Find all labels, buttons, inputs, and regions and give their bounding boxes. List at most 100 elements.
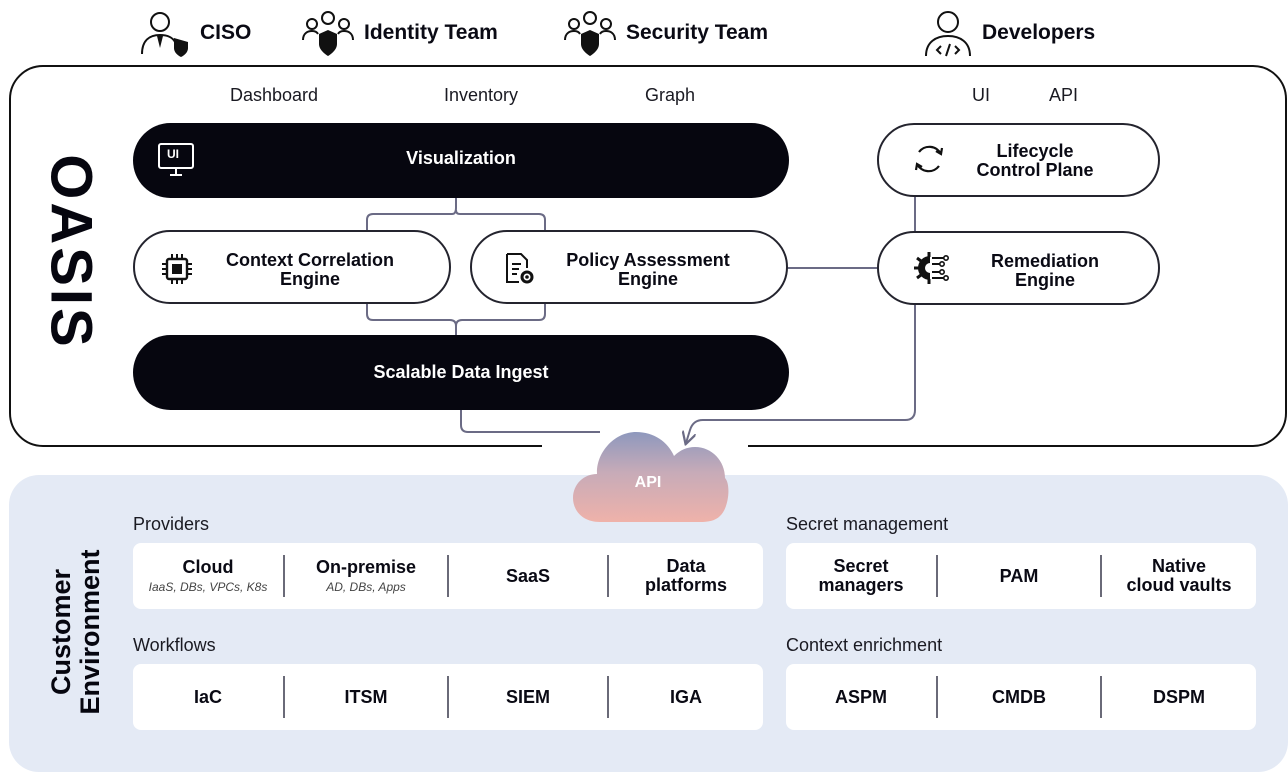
tab-inventory[interactable]: Inventory xyxy=(444,85,519,105)
tab-dashboard[interactable]: Dashboard xyxy=(230,85,319,105)
providers-label: Providers xyxy=(133,514,210,534)
secret-title: PAM xyxy=(999,565,1039,586)
persona-label: Identity Team xyxy=(364,21,498,44)
enrichment-item: CMDB xyxy=(938,664,1100,730)
persona-ciso: CISO xyxy=(138,8,251,58)
divider xyxy=(936,555,938,597)
cloud-shape xyxy=(573,432,729,522)
policy-line2: Engine xyxy=(617,269,678,289)
workflow-title: IGA xyxy=(669,686,702,707)
secret-title-line1: Native xyxy=(1151,556,1207,576)
api-cloud-label: API xyxy=(634,474,662,491)
ui-monitor-icon: UI xyxy=(157,142,197,183)
provider-cloud: Cloud IaaS, DBs, VPCs, K8s xyxy=(133,543,283,609)
context-line2: Engine xyxy=(279,269,340,289)
enrichment-title: DSPM xyxy=(1152,686,1205,707)
context-enrichment-label: Context enrichment xyxy=(786,635,943,655)
enrichment-title: CMDB xyxy=(992,686,1046,707)
secret-management-card: Secret managers PAM Native cloud vaults xyxy=(786,543,1256,609)
provider-title: SaaS xyxy=(505,565,551,586)
workflow-item: IGA xyxy=(609,664,763,730)
arrow-api-to-ingest xyxy=(461,397,600,433)
tab-api[interactable]: API xyxy=(1049,85,1079,105)
persona-developers: Developers xyxy=(922,8,1095,58)
divider xyxy=(1100,555,1102,597)
providers-card: Cloud IaaS, DBs, VPCs, K8s On-premise AD… xyxy=(133,543,763,609)
arrow-remediation-to-api xyxy=(686,305,916,443)
workflow-item: ITSM xyxy=(285,664,447,730)
lifecycle-control-plane xyxy=(877,123,1160,197)
persona-label: CISO xyxy=(200,21,252,44)
persona-label: Security Team xyxy=(626,21,769,44)
enrichment-item: DSPM xyxy=(1102,664,1256,730)
workflows-label: Workflows xyxy=(133,635,216,655)
provider-title-line1: Data xyxy=(666,556,706,576)
enrichment-title: ASPM xyxy=(834,686,887,707)
lifecycle-line2: Control Plane xyxy=(976,160,1094,180)
refresh-cycle-icon xyxy=(910,140,948,183)
policy-document-icon xyxy=(503,252,537,291)
secret-managers: Secret managers xyxy=(786,543,936,609)
lifecycle-label: Lifecycle Control Plane xyxy=(950,142,1120,180)
divider xyxy=(447,555,449,597)
provider-data-platforms: Data platforms xyxy=(609,543,763,609)
provider-subtitle: AD, DBs, Apps xyxy=(326,580,406,594)
remediation-line1: Remediation xyxy=(990,251,1100,271)
arrow-ingest-to-policy xyxy=(455,291,545,327)
workflow-item: SIEM xyxy=(449,664,607,730)
policy-line1: Policy Assessment xyxy=(566,250,730,270)
customer-title-line1: Customer xyxy=(46,568,76,696)
context-line1: Context Correlation xyxy=(225,250,394,270)
gear-circuit-icon xyxy=(910,249,950,292)
visualization-label: Visualization xyxy=(406,148,516,168)
provider-title-line2: platforms xyxy=(644,575,727,595)
workflow-item: IaC xyxy=(133,664,283,730)
divider xyxy=(936,676,938,718)
secret-title-line2: cloud vaults xyxy=(1126,575,1232,595)
workflows-card: IaC ITSM SIEM IGA xyxy=(133,664,763,730)
workflow-title: ITSM xyxy=(344,686,388,707)
visualization-block: Visualization xyxy=(133,123,789,198)
ingest-label: Scalable Data Ingest xyxy=(373,362,549,382)
divider xyxy=(283,555,285,597)
developers-icon xyxy=(925,11,971,57)
tab-graph[interactable]: Graph xyxy=(645,85,696,105)
provider-saas: SaaS xyxy=(449,543,607,609)
tab-ui[interactable]: UI xyxy=(972,85,990,105)
secret-title-line1: Secret xyxy=(833,556,889,576)
provider-title: On-premise xyxy=(315,557,417,577)
remediation-label: Remediation Engine xyxy=(960,252,1130,290)
ui-badge-label: UI xyxy=(167,147,179,161)
policy-assessment-label: Policy Assessment Engine xyxy=(540,251,756,289)
pam: PAM xyxy=(938,543,1100,609)
workflow-title: SIEM xyxy=(505,686,550,707)
persona-identity-team: Identity Team xyxy=(300,8,498,58)
remediation-line2: Engine xyxy=(1014,270,1075,290)
enrichment-item: ASPM xyxy=(786,664,936,730)
scalable-data-ingest-block: Scalable Data Ingest xyxy=(133,335,789,410)
persona-security-team: Security Team xyxy=(562,8,768,58)
api-cloud: API xyxy=(570,428,732,531)
divider xyxy=(283,676,285,718)
provider-title: Cloud xyxy=(182,557,234,577)
context-correlation-label: Context Correlation Engine xyxy=(200,251,420,289)
native-cloud-vaults: Native cloud vaults xyxy=(1102,543,1256,609)
divider xyxy=(1100,676,1102,718)
divider xyxy=(607,676,609,718)
identity-team-icon xyxy=(302,11,354,56)
secret-management-label: Secret management xyxy=(786,514,949,534)
context-enrichment-card: ASPM CMDB DSPM xyxy=(786,664,1256,730)
workflow-title: IaC xyxy=(193,686,222,707)
divider xyxy=(447,676,449,718)
persona-label: Developers xyxy=(982,21,1096,44)
provider-on-premise: On-premise AD, DBs, Apps xyxy=(285,543,447,609)
provider-subtitle: IaaS, DBs, VPCs, K8s xyxy=(148,580,268,594)
lifecycle-line1: Lifecycle xyxy=(996,141,1074,161)
security-team-icon xyxy=(564,11,616,56)
ciso-icon xyxy=(141,12,188,57)
secret-title-line2: managers xyxy=(818,575,904,595)
divider xyxy=(607,555,609,597)
policy-assessment-engine xyxy=(470,230,788,304)
customer-title-line2: Environment xyxy=(75,549,105,715)
chip-icon xyxy=(160,252,194,291)
